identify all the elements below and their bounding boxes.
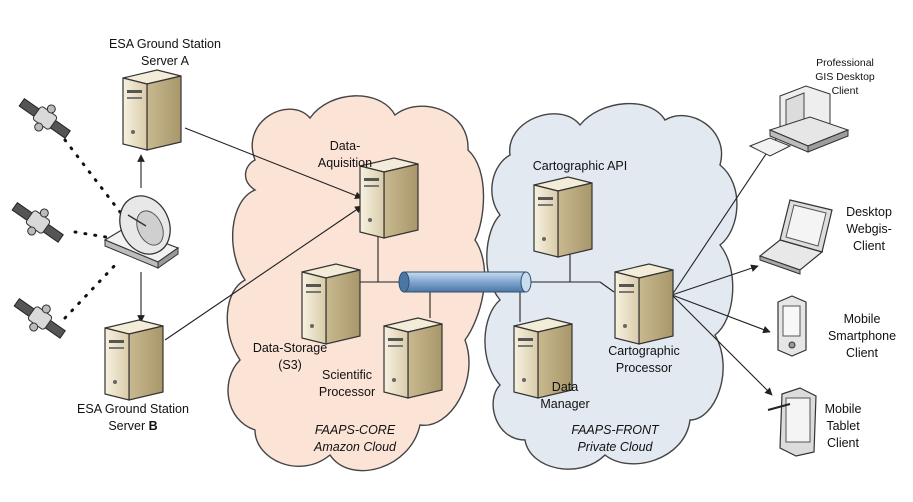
gis-client-label: Professional GIS Desktop Client	[800, 56, 890, 98]
faaps-core-line1: FAAPS-CORE	[314, 423, 396, 437]
webgis-client-label: Desktop Webgis- Client	[838, 204, 900, 255]
ground-station-a-line1: ESA Ground Station	[109, 37, 221, 51]
faaps-core-line2: Amazon Cloud	[314, 440, 396, 454]
ground-station-a-label: ESA Ground Station Server A	[100, 36, 230, 70]
server-icon	[383, 317, 443, 399]
tablet-client-line2: Tablet	[826, 419, 860, 433]
gis-client-line2: GIS Desktop	[815, 71, 875, 83]
server-icon	[122, 69, 182, 151]
data-storage-line2: (S3)	[278, 358, 302, 372]
data-storage-line1: Data-Storage	[252, 341, 328, 355]
scientific-processor-label: Scientific Processor	[305, 367, 389, 401]
data-storage-label: Data-Storage (S3)	[245, 340, 335, 374]
server-icon	[301, 263, 361, 345]
data-manager-line1: Data	[551, 380, 579, 394]
cartographic-processor-line2: Processor	[615, 361, 673, 375]
laptop-icon	[758, 199, 833, 275]
tablet-client-label: Mobile Tablet Client	[810, 401, 876, 452]
satellite-icon	[12, 89, 78, 147]
gis-client-line1: Professional	[816, 57, 874, 69]
tablet-client-line3: Client	[827, 436, 859, 450]
ground-station-b-label: ESA Ground Station Server B	[68, 401, 198, 435]
smartphone-client-line1: Mobile	[843, 312, 881, 326]
data-manager-line2: Manager	[540, 397, 590, 411]
data-acquisition-line1: Data-	[329, 139, 361, 153]
satellite-icon	[7, 289, 73, 347]
faaps-front-label: FAAPS-FRONT Private Cloud	[560, 422, 670, 456]
cartographic-processor-label: Cartographic Processor	[596, 343, 692, 377]
data-acquisition-line2: Aquisition	[317, 156, 373, 170]
webgis-client-line2: Webgis-	[846, 222, 892, 236]
network-bus	[398, 271, 532, 293]
satellite-links	[63, 138, 122, 320]
server-icon	[614, 263, 674, 345]
faaps-front-line2: Private Cloud	[577, 440, 653, 454]
ground-station-a-line2: Server A	[141, 54, 189, 68]
faaps-core-label: FAAPS-CORE Amazon Cloud	[300, 422, 410, 456]
tablet-client-line1: Mobile	[824, 402, 862, 416]
tablet-icon	[767, 387, 817, 457]
satellite-dish-icon	[103, 195, 180, 269]
data-acquisition-label: Data- Aquisition	[300, 138, 390, 172]
gis-client-line3: Client	[831, 85, 859, 97]
server-icon	[533, 176, 593, 258]
cartographic-api-text: Cartographic API	[532, 159, 628, 173]
ground-station-b-letter: B	[148, 419, 158, 433]
data-manager-label: Data Manager	[535, 379, 595, 413]
cartographic-api-label: Cartographic API	[520, 158, 640, 175]
faaps-front-line1: FAAPS-FRONT	[571, 423, 659, 437]
smartphone-client-line2: Smartphone	[827, 329, 897, 343]
scientific-processor-line1: Scientific	[321, 368, 373, 382]
smartphone-client-label: Mobile Smartphone Client	[818, 311, 906, 362]
desktop-computer-icon	[748, 85, 850, 157]
webgis-client-line3: Client	[853, 239, 885, 253]
smartphone-client-line3: Client	[846, 346, 878, 360]
smartphone-icon	[777, 295, 807, 357]
server-icon	[104, 319, 164, 401]
cartographic-processor-line1: Cartographic	[608, 344, 680, 358]
ground-station-b-line2: Server B	[68, 418, 198, 435]
ground-station-b-server-text: Server	[108, 419, 149, 433]
scientific-processor-line2: Processor	[318, 385, 376, 399]
satellite-icon	[5, 193, 71, 251]
ground-station-b-line1: ESA Ground Station	[77, 402, 189, 416]
webgis-client-line1: Desktop	[846, 205, 892, 219]
